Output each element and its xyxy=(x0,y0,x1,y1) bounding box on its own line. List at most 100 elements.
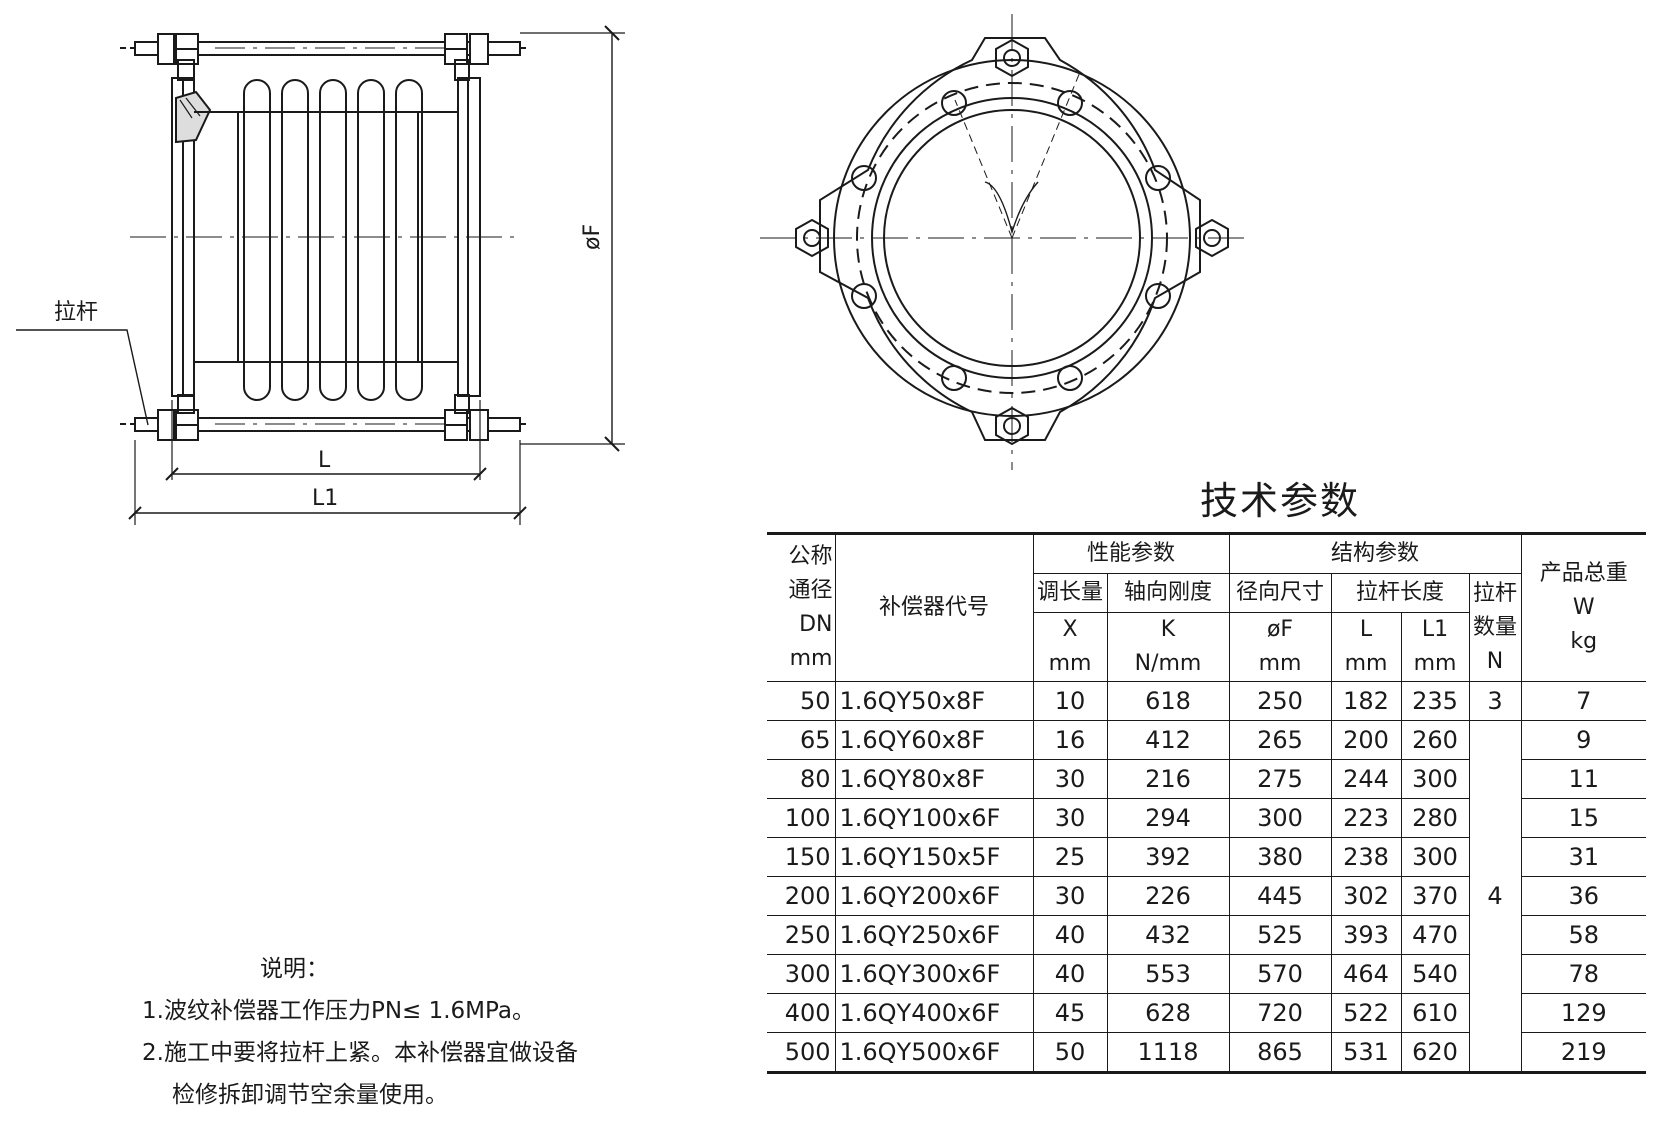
header-k: K N/mm xyxy=(1106,612,1230,682)
cell-x: 30 xyxy=(1032,798,1108,838)
cell-l: 522 xyxy=(1330,993,1402,1033)
cell-l1: 300 xyxy=(1400,759,1470,799)
cell-dn: 300 xyxy=(767,954,836,994)
cell-l: 393 xyxy=(1330,915,1402,955)
cell-dn: 80 xyxy=(767,759,836,799)
cell-l: 182 xyxy=(1330,681,1402,721)
cell-l: 238 xyxy=(1330,837,1402,877)
table-row: 400 1.6QY400x6F 45 628 720 522 610 129 xyxy=(767,993,1646,1033)
cell-k: 553 xyxy=(1106,954,1230,994)
table-row: 65 1.6QY60x8F 16 412 265 200 260 4 9 xyxy=(767,720,1646,1074)
cell-l1: 620 xyxy=(1400,1032,1470,1074)
dimension-l-label: L xyxy=(318,448,331,473)
table-row: 300 1.6QY300x6F 40 553 570 464 540 78 xyxy=(767,954,1646,994)
note-line-1: 1.波纹补偿器工作压力PN≤ 1.6MPa。 xyxy=(142,998,535,1024)
cell-code: 1.6QY300x6F xyxy=(834,954,1034,994)
cell-code: 1.6QY80x8F xyxy=(834,759,1034,799)
flange-front-view xyxy=(760,14,1245,470)
cell-k: 618 xyxy=(1106,681,1230,721)
cell-code: 1.6QY500x6F xyxy=(834,1032,1034,1074)
cell-f: 265 xyxy=(1228,720,1332,760)
table-row: 150 1.6QY150x5F 25 392 380 238 300 31 xyxy=(767,837,1646,877)
cell-qty: 4 xyxy=(1468,720,1522,1074)
header-f: øF mm xyxy=(1228,612,1332,682)
cell-k: 628 xyxy=(1106,993,1230,1033)
tie-rod-label: 拉杆 xyxy=(54,300,99,325)
cell-f: 865 xyxy=(1228,1032,1332,1074)
cell-l1: 470 xyxy=(1400,915,1470,955)
cell-l1: 260 xyxy=(1400,720,1470,760)
cell-code: 1.6QY200x6F xyxy=(834,876,1034,916)
cell-code: 1.6QY50x8F xyxy=(834,681,1034,721)
cell-l: 244 xyxy=(1330,759,1402,799)
cell-x: 10 xyxy=(1032,681,1108,721)
cell-f: 445 xyxy=(1228,876,1332,916)
cell-k: 226 xyxy=(1106,876,1230,916)
cell-l: 200 xyxy=(1330,720,1402,760)
header-performance: 性能参数 xyxy=(1032,532,1230,574)
cell-w: 58 xyxy=(1520,915,1646,955)
header-l: L mm xyxy=(1330,612,1402,682)
cell-l1: 280 xyxy=(1400,798,1470,838)
cell-l: 464 xyxy=(1330,954,1402,994)
table-row: 50 1.6QY50x8F 10 618 250 182 235 3 7 xyxy=(767,681,1646,721)
cell-k: 216 xyxy=(1106,759,1230,799)
cell-f: 380 xyxy=(1228,837,1332,877)
cell-w: 36 xyxy=(1520,876,1646,916)
cell-l: 223 xyxy=(1330,798,1402,838)
cell-k: 412 xyxy=(1106,720,1230,760)
cell-k: 392 xyxy=(1106,837,1230,877)
header-x: X mm xyxy=(1032,612,1108,682)
cell-l1: 235 xyxy=(1400,681,1470,721)
cell-f: 275 xyxy=(1228,759,1332,799)
cell-code: 1.6QY400x6F xyxy=(834,993,1034,1033)
cell-w: 219 xyxy=(1520,1032,1646,1074)
cell-x: 16 xyxy=(1032,720,1108,760)
cell-code: 1.6QY60x8F xyxy=(834,720,1034,760)
cell-f: 300 xyxy=(1228,798,1332,838)
cell-dn: 400 xyxy=(767,993,836,1033)
cell-x: 40 xyxy=(1032,915,1108,955)
cell-k: 1118 xyxy=(1106,1032,1230,1074)
table-row: 200 1.6QY200x6F 30 226 445 302 370 36 xyxy=(767,876,1646,916)
cell-dn: 65 xyxy=(767,720,836,760)
spec-table: 公称 通径 DN mm 补偿器代号 性能参数 结构参数 产品总重 W kg 调长… xyxy=(767,532,1646,1074)
table-title: 技术参数 xyxy=(1200,479,1361,523)
header-l1: L1 mm xyxy=(1400,612,1470,682)
header-code: 补偿器代号 xyxy=(834,532,1034,682)
cell-w: 7 xyxy=(1520,681,1646,721)
cell-x: 30 xyxy=(1032,759,1108,799)
header-structure: 结构参数 xyxy=(1228,532,1522,574)
cell-l: 302 xyxy=(1330,876,1402,916)
cell-w: 129 xyxy=(1520,993,1646,1033)
header-radial: 径向尺寸 xyxy=(1228,573,1332,613)
header-stiffness: 轴向刚度 xyxy=(1106,573,1230,613)
cell-x: 30 xyxy=(1032,876,1108,916)
table-row: 500 1.6QY500x6F 50 1118 865 531 620 219 xyxy=(767,1032,1646,1074)
cell-dn: 50 xyxy=(767,681,836,721)
cell-dn: 500 xyxy=(767,1032,836,1074)
cell-f: 250 xyxy=(1228,681,1332,721)
cell-dn: 250 xyxy=(767,915,836,955)
cell-code: 1.6QY250x6F xyxy=(834,915,1034,955)
cell-l1: 540 xyxy=(1400,954,1470,994)
cell-w: 78 xyxy=(1520,954,1646,994)
cell-f: 720 xyxy=(1228,993,1332,1033)
cell-l: 531 xyxy=(1330,1032,1402,1074)
flange-outline xyxy=(819,37,1201,441)
cell-x: 40 xyxy=(1032,954,1108,994)
cell-k: 432 xyxy=(1106,915,1230,955)
table-row: 100 1.6QY100x6F 30 294 300 223 280 15 xyxy=(767,798,1646,838)
header-weight: 产品总重 W kg xyxy=(1520,532,1646,682)
header-adjust: 调长量 xyxy=(1032,573,1108,613)
cell-w: 9 xyxy=(1520,720,1646,760)
cell-dn: 200 xyxy=(767,876,836,916)
cell-code: 1.6QY100x6F xyxy=(834,798,1034,838)
note-line-3: 检修拆卸调节空余量使用。 xyxy=(172,1082,448,1108)
notes-title: 说明： xyxy=(260,956,329,982)
cell-dn: 150 xyxy=(767,837,836,877)
cell-k: 294 xyxy=(1106,798,1230,838)
notes-block: 说明： 1.波纹补偿器工作压力PN≤ 1.6MPa。 2.施工中要将拉杆上紧。本… xyxy=(142,948,578,1116)
cell-x: 25 xyxy=(1032,837,1108,877)
cell-dn: 100 xyxy=(767,798,836,838)
